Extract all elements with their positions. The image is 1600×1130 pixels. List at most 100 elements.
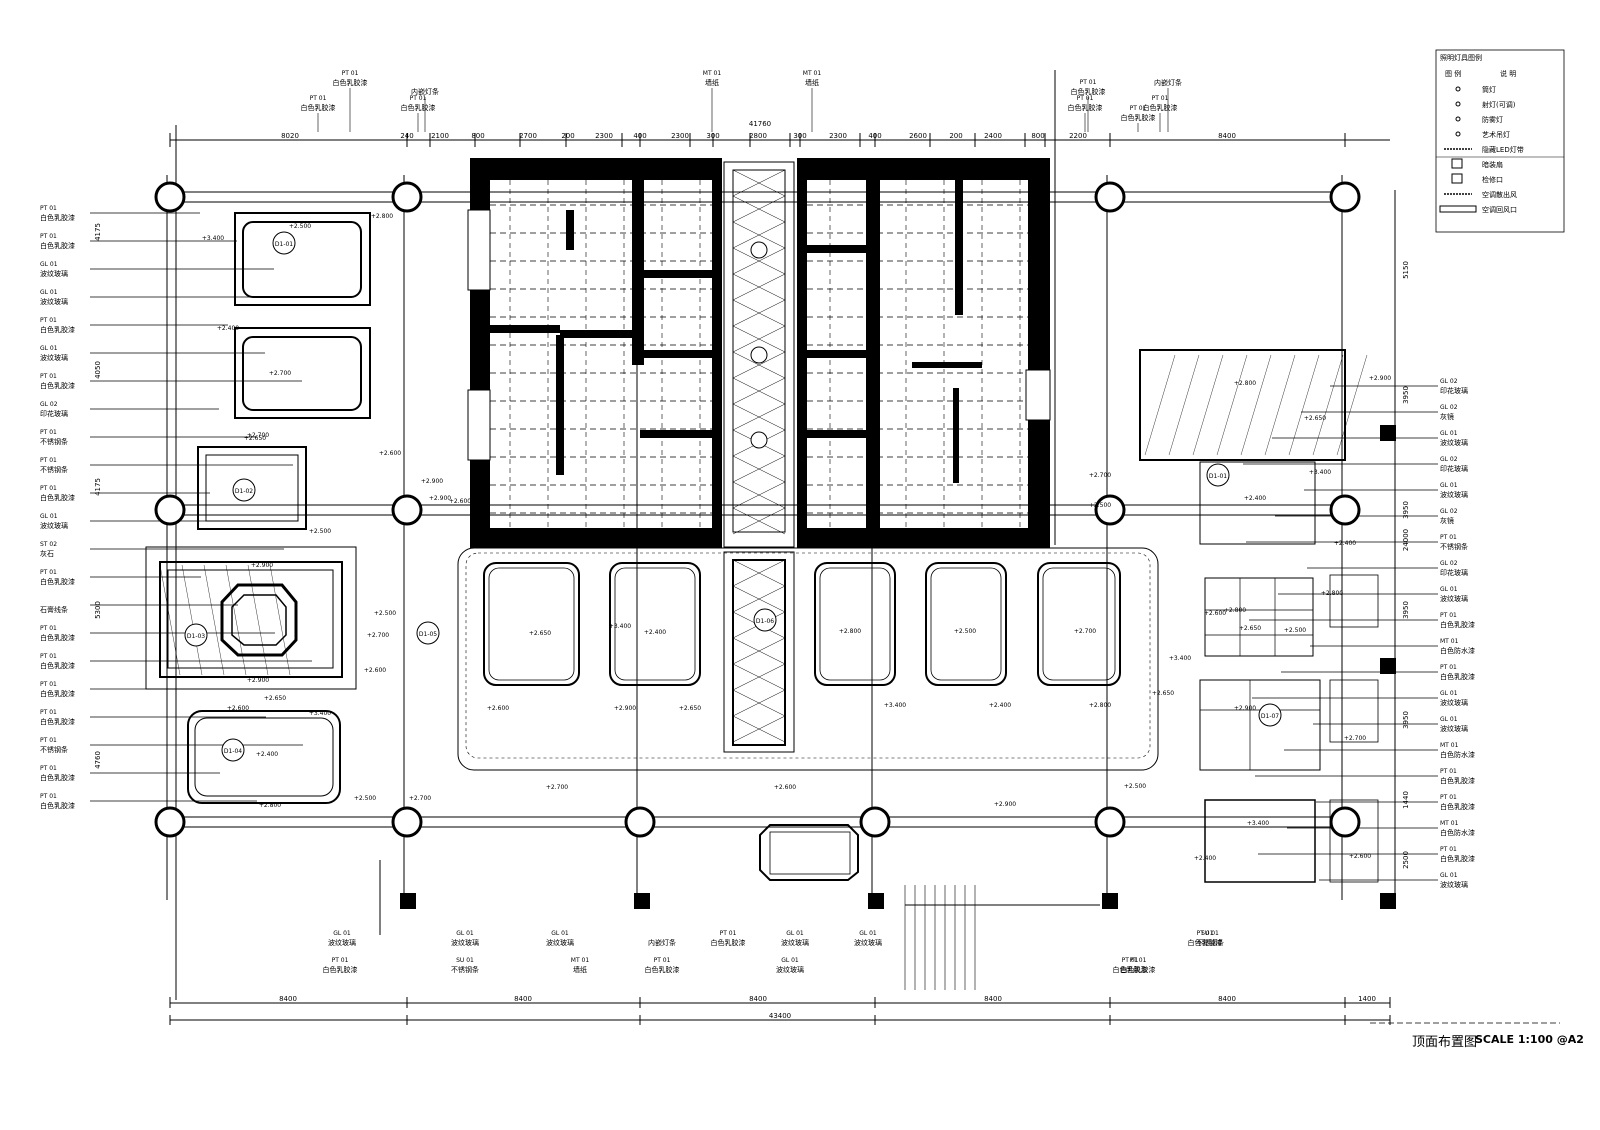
ceiling-height-mark: +2.400 — [644, 629, 666, 636]
material-name: 不锈钢条 — [451, 965, 479, 974]
material-name: 白色乳胶漆 — [40, 577, 75, 586]
wall-solid — [640, 430, 715, 438]
material-name: 白色乳胶漆 — [1121, 113, 1156, 122]
material-code: PT 01 — [1440, 794, 1457, 801]
material-name: 白色乳胶漆 — [40, 689, 75, 698]
structural-column — [391, 494, 423, 526]
ceiling-height-mark: +2.800 — [839, 628, 861, 635]
top-dimension-text: 240 — [400, 132, 413, 140]
wall-solid — [912, 362, 982, 368]
legend-title: 照明灯具图例 — [1440, 53, 1482, 62]
material-code: GL 02 — [1440, 378, 1458, 385]
wall-solid — [556, 335, 564, 475]
ceiling-height-mark: +2.500 — [374, 610, 396, 617]
ceiling-height-mark: +2.700 — [247, 432, 269, 439]
room-tag-text: D1-07 — [1261, 713, 1279, 720]
material-name: 印花玻璃 — [1440, 464, 1468, 473]
wall-solid — [805, 245, 870, 253]
material-name: 白色乳胶漆 — [40, 717, 75, 726]
marker-square — [868, 893, 884, 909]
hatch-line — [247, 564, 269, 676]
room-tag-circle — [1206, 463, 1230, 487]
room-tag-circle — [272, 231, 296, 255]
material-code: PT 01 — [40, 373, 57, 380]
legend-item-label: 筒灯 — [1482, 85, 1496, 94]
rounded-ceiling-panel-inner — [614, 567, 696, 681]
material-code: PT 01 — [40, 653, 57, 660]
diamond-pattern — [732, 455, 786, 483]
structural-column — [1094, 181, 1126, 213]
material-name: 灰镜 — [1440, 516, 1454, 525]
room-ceiling-outline — [145, 546, 357, 690]
hatch-line — [1288, 354, 1320, 456]
drawing-title: 顶面布置图 — [1412, 1035, 1478, 1050]
material-code: GL 01 — [859, 930, 877, 937]
material-name: 石膏线条 — [40, 605, 68, 614]
material-code: GL 01 — [786, 930, 804, 937]
room-ceiling-panel — [197, 446, 307, 530]
top-dimension-text: 2800 — [749, 132, 767, 140]
ceiling-height-mark: +2.650 — [529, 630, 551, 637]
ceiling-height-mark: +2.700 — [1074, 628, 1096, 635]
material-name: 波纹玻璃 — [1440, 438, 1468, 447]
room-tag-circle — [416, 621, 440, 645]
material-code: PT 01 — [40, 429, 57, 436]
hatch-line — [1192, 354, 1224, 456]
ceiling-height-mark: +2.900 — [247, 677, 269, 684]
diamond-pattern — [732, 351, 786, 379]
structural-column — [391, 806, 423, 838]
material-code: PT 01 — [40, 205, 57, 212]
room-ceiling-panel-inner — [242, 336, 362, 411]
ceiling-height-mark: +2.600 — [487, 705, 509, 712]
ceiling-height-mark: +2.500 — [954, 628, 976, 635]
material-name: 不锈钢条 — [40, 465, 68, 474]
material-name: 波纹玻璃 — [546, 938, 574, 947]
room-ceiling-panel-inner — [242, 221, 362, 298]
ceiling-height-mark: +2.900 — [251, 562, 273, 569]
material-code: PT 01 — [1440, 612, 1457, 619]
material-name: 白色防水漆 — [1440, 828, 1475, 837]
material-code: GL 02 — [40, 401, 58, 408]
ceiling-height-mark: +2.650 — [264, 695, 286, 702]
top-dimension-text: 300 — [793, 132, 806, 140]
ceiling-height-mark: +2.400 — [1244, 495, 1266, 502]
top-dimension-text: 200 — [949, 132, 962, 140]
material-name: 白色乳胶漆 — [1440, 776, 1475, 785]
right-dimension-text: 3950 — [1402, 501, 1410, 519]
material-code: GL 01 — [40, 345, 58, 352]
material-code: PT 01 — [1152, 95, 1169, 102]
feature-strip-inner — [732, 169, 786, 533]
legend-light-icon — [1455, 86, 1461, 92]
room-tag-circle — [232, 478, 256, 502]
left-dimension-text: 4760 — [94, 751, 102, 769]
material-code: GL 01 — [40, 261, 58, 268]
ceiling-height-mark: +2.700 — [409, 795, 431, 802]
material-name: 白色乳胶漆 — [1071, 87, 1106, 96]
material-name: 白色乳胶漆 — [1113, 965, 1148, 974]
material-code: PT 01 — [40, 485, 57, 492]
structural-column — [624, 806, 656, 838]
material-name: 波纹玻璃 — [1440, 698, 1468, 707]
top-dimension-text: 8400 — [1218, 132, 1236, 140]
bottom-dimension-text: 8400 — [514, 995, 532, 1003]
legend-column-header: 说 明 — [1500, 69, 1516, 78]
diamond-pattern — [732, 715, 786, 743]
room-tag-text: D1-04 — [224, 748, 242, 755]
ceiling-height-mark: +2.650 — [679, 705, 701, 712]
legend-light-icon — [1455, 116, 1461, 122]
rounded-ceiling-panel-inner — [819, 567, 891, 681]
hatch-line — [1264, 354, 1296, 456]
room-ceiling-grid — [1204, 577, 1314, 657]
material-name: 白色乳胶漆 — [711, 938, 746, 947]
legend-item-label: 射灯(可调) — [1482, 100, 1516, 109]
diamond-pattern — [732, 195, 786, 223]
material-name: 白色乳胶漆 — [333, 78, 368, 87]
room-ceiling-panel — [1204, 799, 1316, 883]
material-name: 白色防水漆 — [1440, 750, 1475, 759]
material-name: 波纹玻璃 — [40, 297, 68, 306]
material-code: GL 01 — [1440, 430, 1458, 437]
room-tag-circle — [753, 608, 777, 632]
left-dimension-text: 4175 — [94, 478, 102, 496]
material-code: GL 01 — [1440, 482, 1458, 489]
material-name: 白色防水漆 — [1440, 646, 1475, 655]
